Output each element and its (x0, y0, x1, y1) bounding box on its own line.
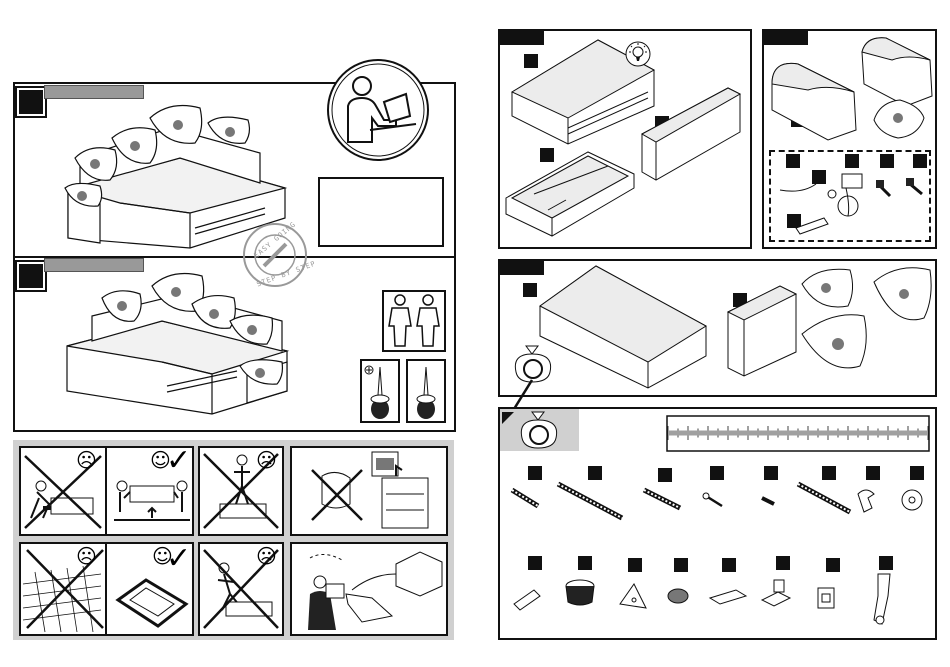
manual-reading-person-icon (326, 58, 430, 162)
chaise-mattress-illustration (536, 264, 712, 392)
phillips-screwdriver-icon (360, 359, 400, 423)
cushion-illustration (870, 96, 928, 142)
info-box (318, 177, 444, 247)
corner-sofa-illustration-2 (62, 266, 302, 426)
light-bulb-icon (624, 40, 652, 68)
checkmark-icon: ✓ (166, 446, 191, 476)
step-2-marker (17, 262, 45, 290)
packaging-recycle-illustration (292, 544, 446, 634)
led-power-kit-illustration (772, 166, 932, 240)
package-2-tab (764, 31, 808, 45)
side-panel-illustration (640, 84, 744, 188)
step-1-marker (17, 88, 45, 116)
moisture-heat-illustration (292, 448, 446, 534)
sad-face-icon: ☹ (256, 546, 277, 566)
storage-box-illustration (504, 148, 638, 240)
checkmark-icon: ✓ (166, 544, 191, 574)
warning-cell-surface-divider (105, 544, 107, 634)
arrow-marker (502, 412, 514, 424)
two-people-icon (382, 290, 446, 352)
hardware-row-2 (500, 568, 936, 638)
backrest-illustration (768, 50, 862, 142)
chaise-side-panel-illustration (724, 282, 800, 378)
sad-face-icon: ☹ (76, 450, 97, 470)
hardware-bag-icon (514, 410, 564, 450)
ruler-icon (666, 415, 930, 452)
flat-screwdriver-icon (406, 359, 446, 423)
hardware-row-1 (500, 478, 936, 528)
sad-face-icon: ☹ (76, 546, 97, 566)
warning-cell-carry-divider (105, 448, 107, 534)
throw-pillows-illustration (798, 262, 938, 386)
sad-face-icon: ☹ (256, 450, 277, 470)
part-label (523, 283, 537, 297)
